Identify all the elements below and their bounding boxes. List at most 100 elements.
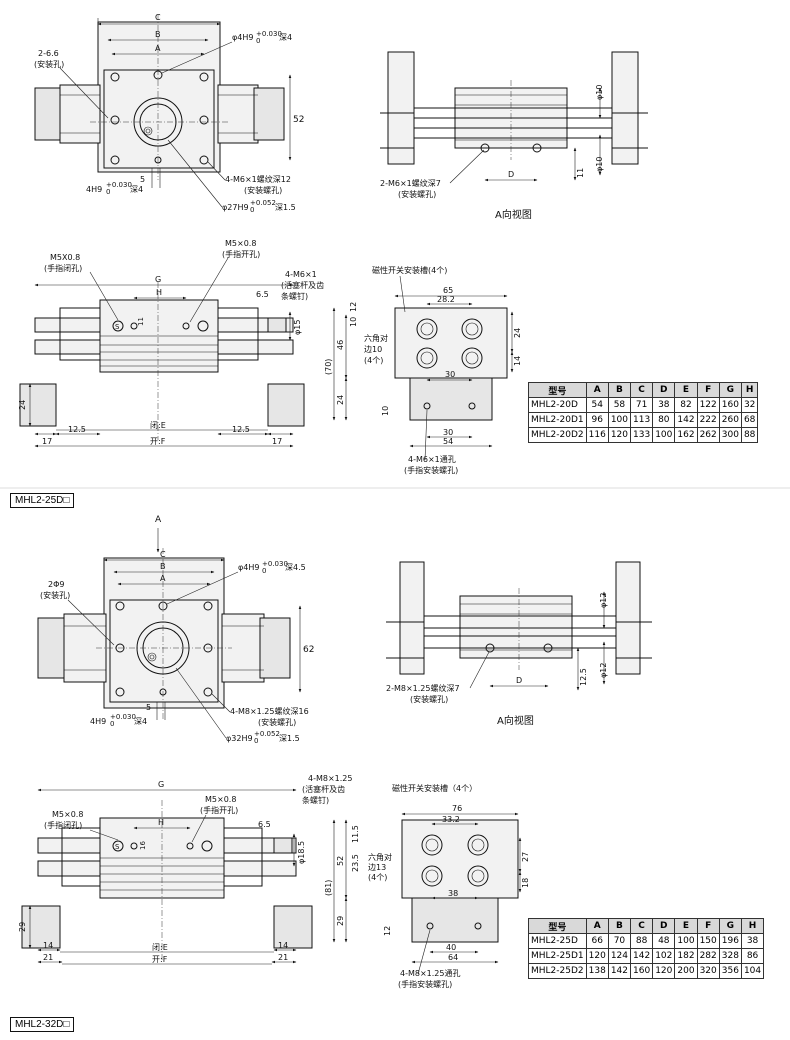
side-screw-note: (安装螺孔) (398, 189, 436, 199)
dim-12-5-a: 12.5 (68, 425, 86, 434)
slot-label: 4H9 (90, 717, 106, 726)
dim-12-5-b: 12.5 (232, 425, 250, 434)
slot-depth: 深4 (134, 717, 147, 726)
arrow-A-label: A (155, 515, 162, 525)
table-cell: 86 (740, 948, 765, 964)
dim-C: C (160, 550, 166, 559)
dim-10: 10 (349, 317, 358, 327)
table-header-row: 型号 A B C D E F G H (528, 918, 765, 934)
dim-A: A (155, 44, 161, 53)
close-E: 闭:E (150, 421, 166, 430)
dim-21: 21 (43, 953, 53, 962)
m5-close-note: (手指闭孔) (44, 263, 82, 273)
hex-label: 六角对 (364, 333, 388, 343)
dim-10-b: 10 (381, 406, 390, 416)
hex-label-2: 边10 (364, 344, 382, 354)
pin-hole-tol: +0.030 (262, 560, 288, 568)
table-cell: 38 (740, 933, 765, 949)
table-cell: 142 (630, 948, 654, 964)
table-row: MHL2-25D2 138 142 160 120 200 320 356 10… (528, 963, 765, 979)
dim-33-2: 33.2 (442, 815, 460, 824)
piston-label: 4-M8×1.25 (308, 774, 352, 783)
pin-hole-label: φ4H9 (232, 33, 253, 42)
top-side-view: D φ10 φ10 11 2-M6×1螺纹深7 (安装螺孔) A向视图 (380, 51, 648, 221)
table-row: MHL2-20D2 116 120 133 100 162 262 300 88 (528, 427, 759, 443)
table-cell: 66 (585, 933, 609, 949)
bottom-end-view: 磁性开关安装槽（4个） 76 33.2 11.5 23.5 52 (81) 六角… (324, 783, 530, 989)
pin-hole-tol-low: 0 (262, 567, 266, 575)
dim-38: 38 (448, 889, 458, 898)
top-front-view: C B A 52 2-6.6 (安装孔) φ4H9 +0.030 0 深4 4-… (34, 13, 304, 214)
mount-hole-label: 2Φ9 (48, 580, 64, 589)
dim-65: 65 (443, 286, 453, 295)
screw-note: (安装螺孔) (258, 717, 296, 727)
bore-tol-low: 0 (254, 737, 258, 745)
screw-label: 4-M6×1螺纹深12 (225, 174, 291, 184)
col-header: D (652, 382, 676, 398)
table-cell: 222 (696, 412, 720, 428)
dim-six5: 6.5 (256, 290, 269, 299)
spec-table-20: 型号 A B C D E F G H MHL2-20D 54 58 71 38 … (528, 382, 759, 443)
col-header: D (652, 918, 676, 934)
table-cell: 96 (585, 412, 609, 428)
svg-text:S: S (115, 843, 120, 851)
table-cell: 48 (652, 933, 676, 949)
mount-hole-note: (安装孔) (34, 59, 64, 69)
table-cell: 356 (718, 963, 742, 979)
hex-label-3: (4个) (364, 356, 383, 365)
dim-29: 29 (336, 916, 345, 926)
dim-11-5: 11.5 (351, 825, 360, 843)
mount-hole-label: 2-6.6 (38, 49, 59, 58)
table-cell: 82 (674, 397, 698, 413)
dia-top: φ12 (599, 593, 608, 608)
table-cell: 88 (630, 933, 654, 949)
view-caption: A向视图 (497, 714, 534, 727)
bore-depth: 深1.5 (279, 734, 300, 743)
dim-height: 52 (293, 115, 304, 125)
dim-D: D (508, 170, 514, 179)
bore-tol: +0.052 (254, 730, 280, 738)
dim-six5: 6.5 (258, 820, 271, 829)
dim-C: C (155, 13, 161, 22)
table-header-row: 型号 A B C D E F G H (528, 382, 759, 398)
open-F: 开:F (152, 955, 168, 964)
top-plan-view: S G H 11 6.5 φ15 4-M6×1 (活塞杆及齿 条螺钉) M5X0… (18, 239, 324, 448)
m5-close-label: M5×0.8 (52, 810, 83, 819)
dim-H: H (158, 818, 164, 827)
through-note: (手指安装螺孔) (398, 979, 452, 989)
col-header: G (718, 382, 742, 398)
table-cell: 104 (740, 963, 765, 979)
slot-tol-low: 0 (106, 188, 110, 196)
table-cell: 196 (718, 933, 742, 949)
table-cell: 116 (585, 427, 609, 443)
col-header: 型号 (528, 382, 587, 398)
table-cell: 160 (718, 397, 742, 413)
dim-18: 18 (521, 878, 530, 888)
dim-14: 14 (43, 941, 53, 950)
switch-slot-label: 磁性开关安装槽（4个） (392, 783, 477, 793)
piston-note-2: 条螺钉) (302, 795, 329, 805)
model-label-32: MHL2-32D□ (10, 1017, 75, 1032)
table-cell: 150 (696, 933, 720, 949)
table-cell: MHL2-25D2 (528, 963, 587, 979)
m5-close-note: (手指闭孔) (44, 820, 82, 830)
pin-hole-label: φ4H9 (238, 563, 259, 572)
table-cell: 133 (630, 427, 654, 443)
col-header: 型号 (528, 918, 587, 934)
col-header: E (674, 382, 698, 398)
table-row: MHL2-25D 66 70 88 48 100 150 196 38 (528, 933, 765, 949)
table-cell: 142 (674, 412, 698, 428)
dim-twelve5: 12.5 (579, 668, 588, 686)
table-cell: 200 (674, 963, 698, 979)
dim-12: 12 (383, 926, 392, 936)
open-F: 开:F (150, 437, 166, 446)
table-cell: 102 (652, 948, 676, 964)
table-cell: 260 (718, 412, 742, 428)
col-header: B (607, 918, 632, 934)
table-cell: 142 (607, 963, 632, 979)
bore-depth: 深1.5 (275, 203, 296, 212)
table-cell: 32 (740, 397, 759, 413)
piston-note-1: (活塞杆及齿 (302, 784, 345, 794)
table-cell: 70 (607, 933, 632, 949)
